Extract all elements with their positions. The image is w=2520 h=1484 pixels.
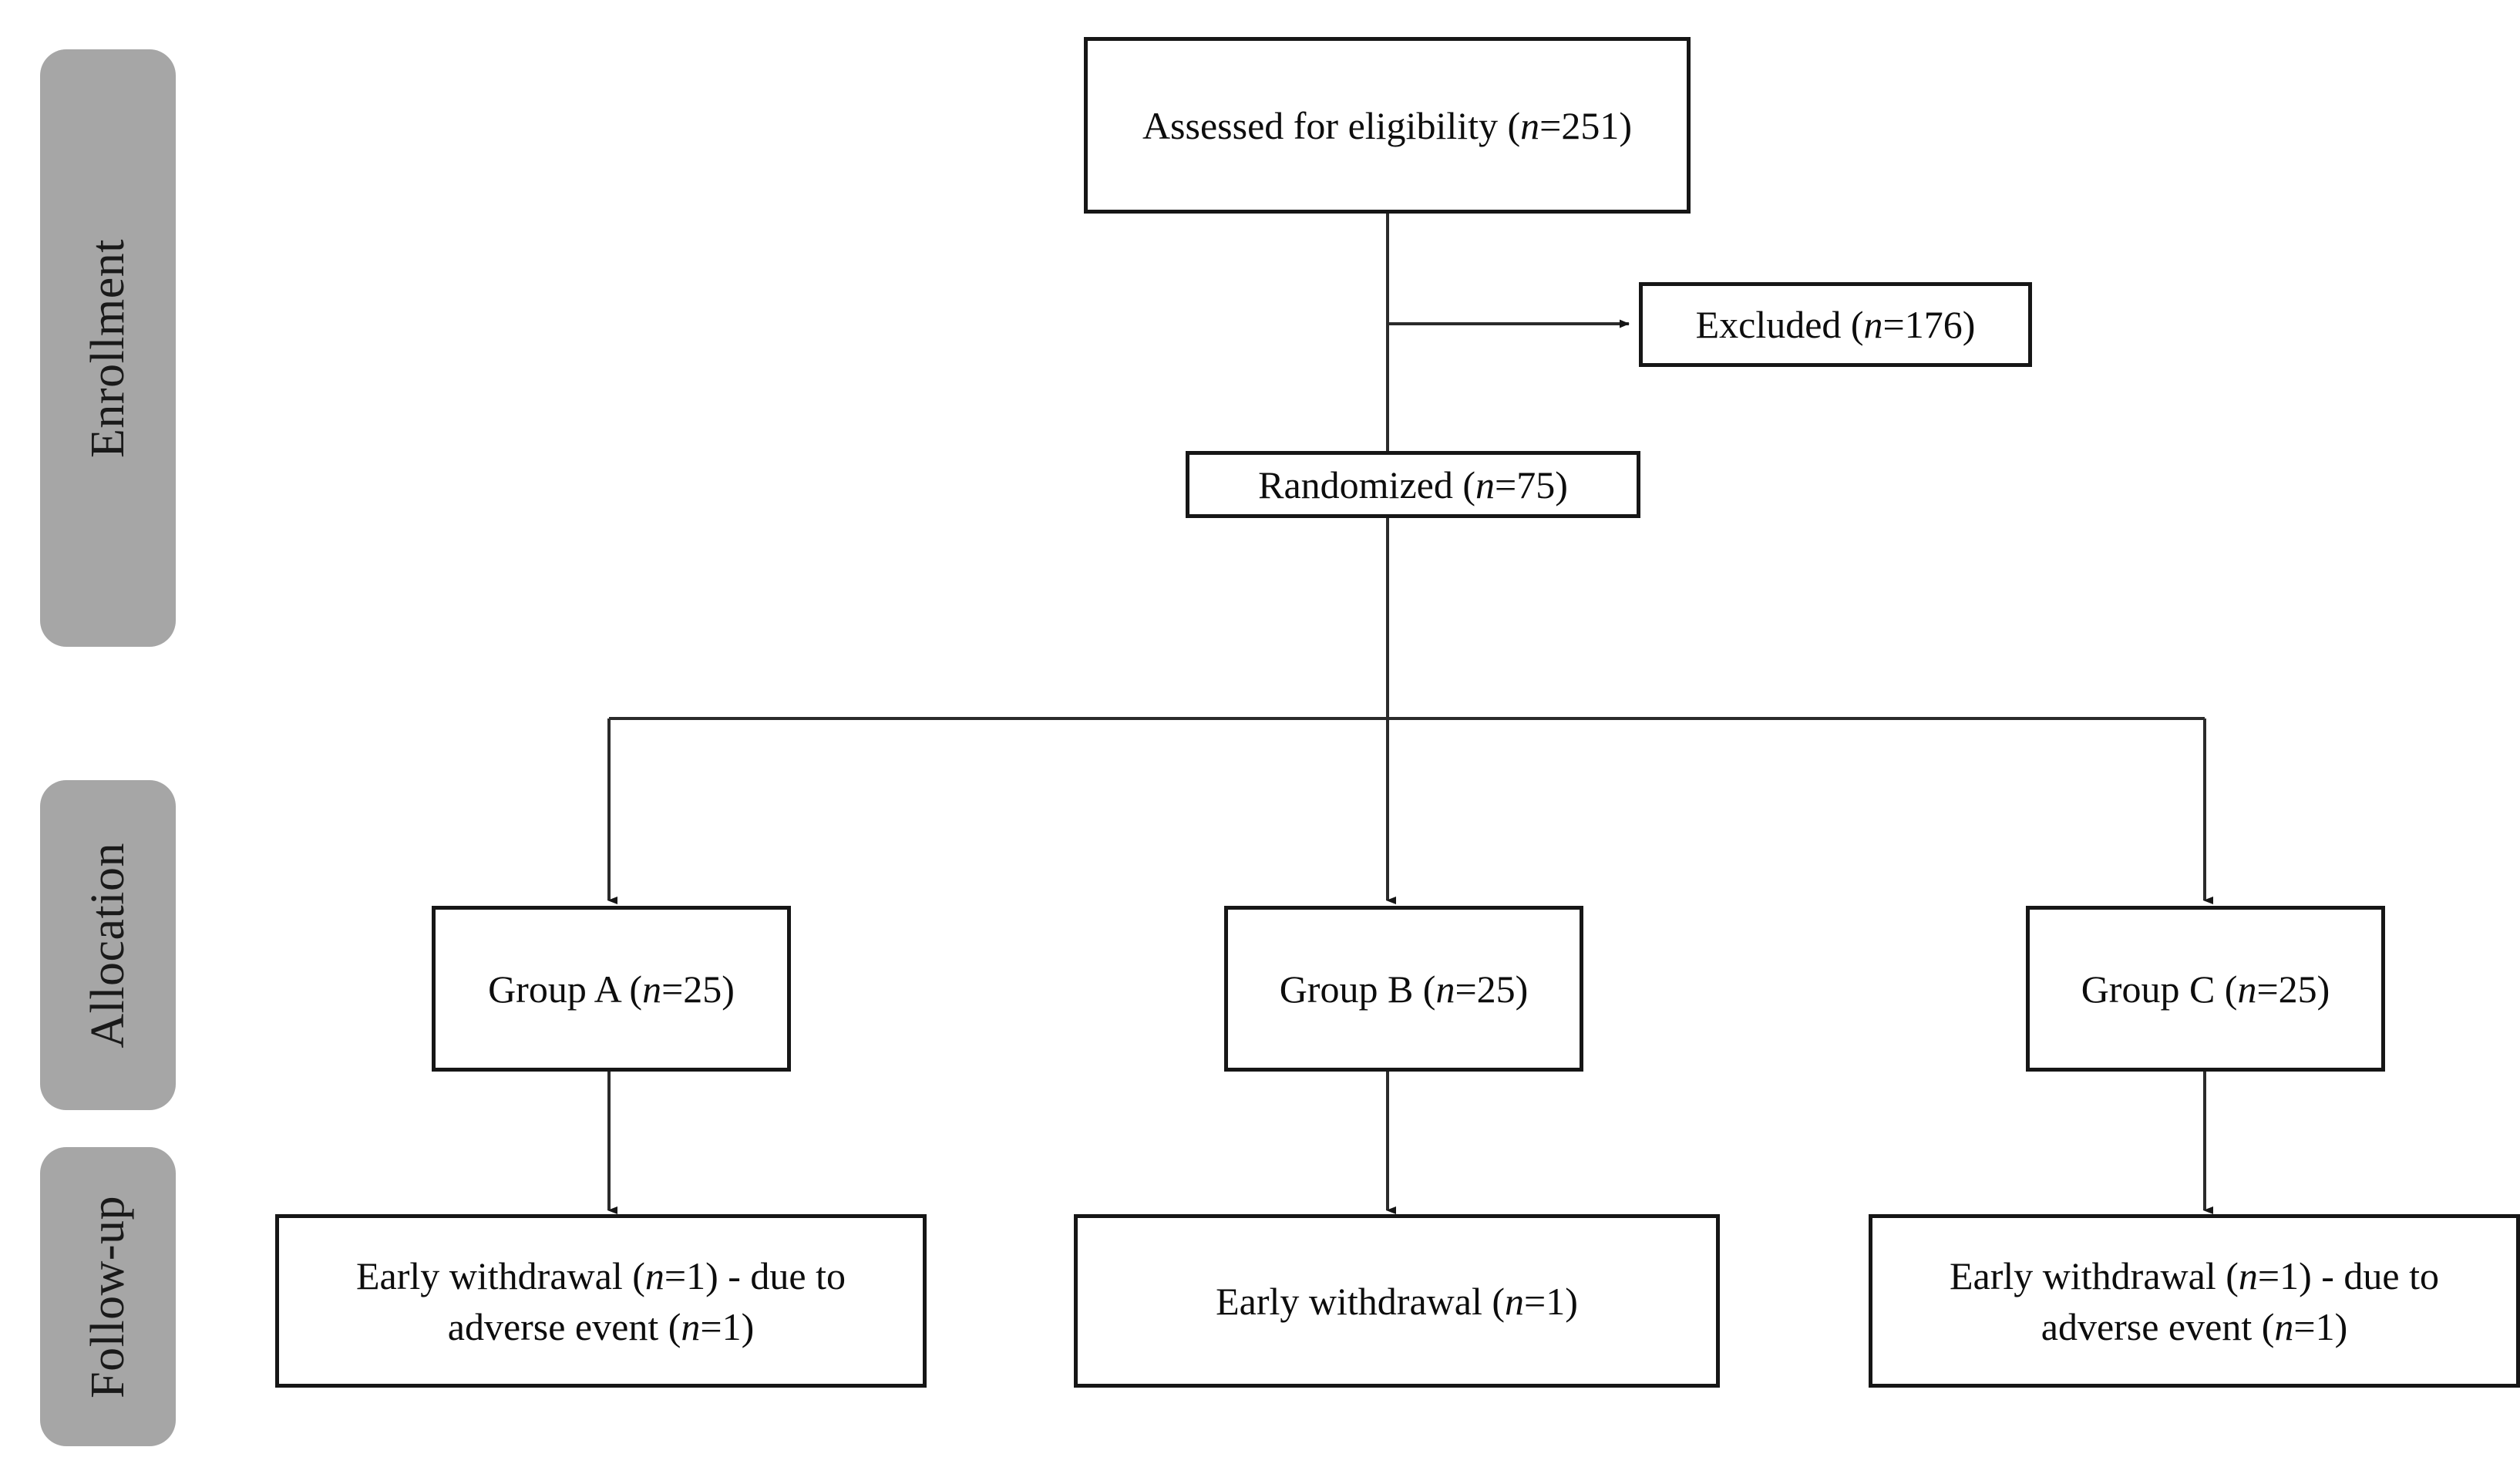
stage-band-enrollment: Enrollment [40,49,176,647]
node-withdrawal-a: Early withdrawal (n=1) - due to adverse … [275,1214,927,1388]
node-withdrawal-b: Early withdrawal (n=1) [1074,1214,1720,1388]
node-excluded: Excluded (n=176) [1639,282,2032,367]
node-group-c: Group C (n=25) [2026,906,2385,1072]
stage-band-label-allocation: Allocation [82,842,134,1048]
stage-band-followup: Follow-up [40,1147,176,1446]
stage-band-label-enrollment: Enrollment [82,238,134,458]
node-group-a-label: Group A (n=25) [488,967,735,1011]
node-group-b-label: Group B (n=25) [1279,967,1529,1011]
node-group-b: Group B (n=25) [1224,906,1583,1072]
node-withdrawal-c-label: Early withdrawal (n=1) - due to adverse … [1950,1253,2439,1348]
node-withdrawal-b-label: Early withdrawal (n=1) [1216,1279,1578,1323]
node-withdrawal-c: Early withdrawal (n=1) - due to adverse … [1869,1214,2520,1388]
node-randomized-label: Randomized (n=75) [1258,463,1568,506]
node-randomized: Randomized (n=75) [1186,451,1640,518]
node-group-c-label: Group C (n=25) [2081,967,2330,1011]
node-assessed-label: Assessed for eligibility (n=251) [1142,103,1633,147]
node-group-a: Group A (n=25) [432,906,791,1072]
node-excluded-label: Excluded (n=176) [1695,303,1976,346]
node-withdrawal-a-label: Early withdrawal (n=1) - due to adverse … [356,1253,846,1348]
stage-band-label-followup: Follow-up [82,1195,134,1398]
node-assessed-for-eligibility: Assessed for eligibility (n=251) [1084,37,1691,214]
stage-band-allocation: Allocation [40,780,176,1110]
